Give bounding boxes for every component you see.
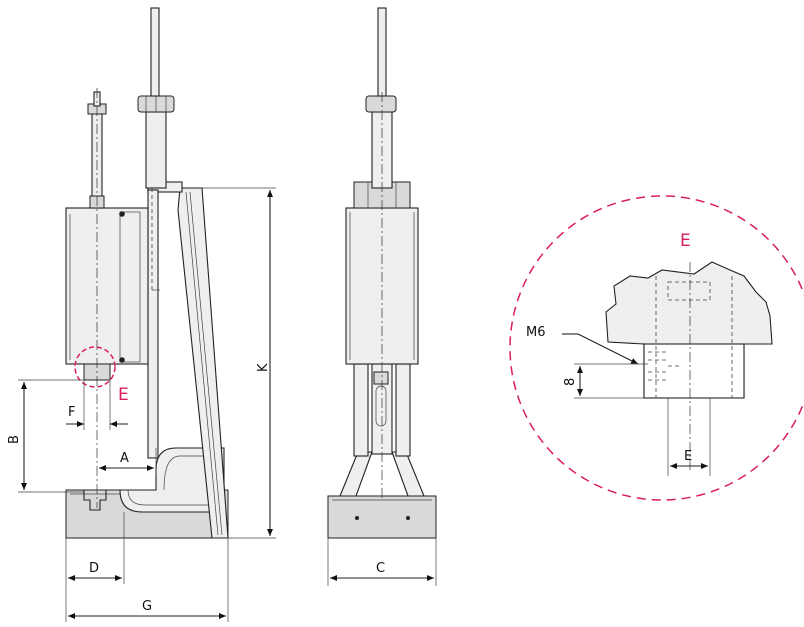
detail-marker-label: E — [118, 385, 129, 405]
detail-depth-label: 8 — [563, 378, 578, 386]
front-leg-left — [339, 451, 373, 497]
detail-title: E — [680, 231, 691, 251]
frame-neck — [119, 447, 225, 513]
side-view: E K B F A D G — [7, 7, 276, 622]
dim-label-B: B — [7, 435, 22, 444]
detail-width-label: E — [684, 449, 692, 464]
dim-label-C: C — [376, 561, 385, 576]
dim-label-K: K — [256, 363, 271, 372]
frame-column — [177, 187, 229, 539]
detail-view: E M6 8 E — [509, 195, 804, 501]
front-leg-right — [391, 451, 425, 497]
upper-cylinder — [145, 111, 167, 189]
detail-thread-label: M6 — [526, 325, 546, 340]
dim-label-A: A — [120, 451, 129, 466]
dim-label-D: D — [89, 561, 99, 576]
detail-circle-marker — [74, 346, 116, 388]
column-upright — [147, 189, 159, 459]
front-base — [327, 495, 437, 539]
dim-label-F: F — [68, 405, 75, 420]
upper-rod — [150, 7, 160, 97]
front-rod — [377, 7, 387, 97]
cylinder-body — [65, 207, 149, 365]
dim-label-G: G — [142, 599, 152, 614]
front-view: C — [327, 7, 437, 586]
